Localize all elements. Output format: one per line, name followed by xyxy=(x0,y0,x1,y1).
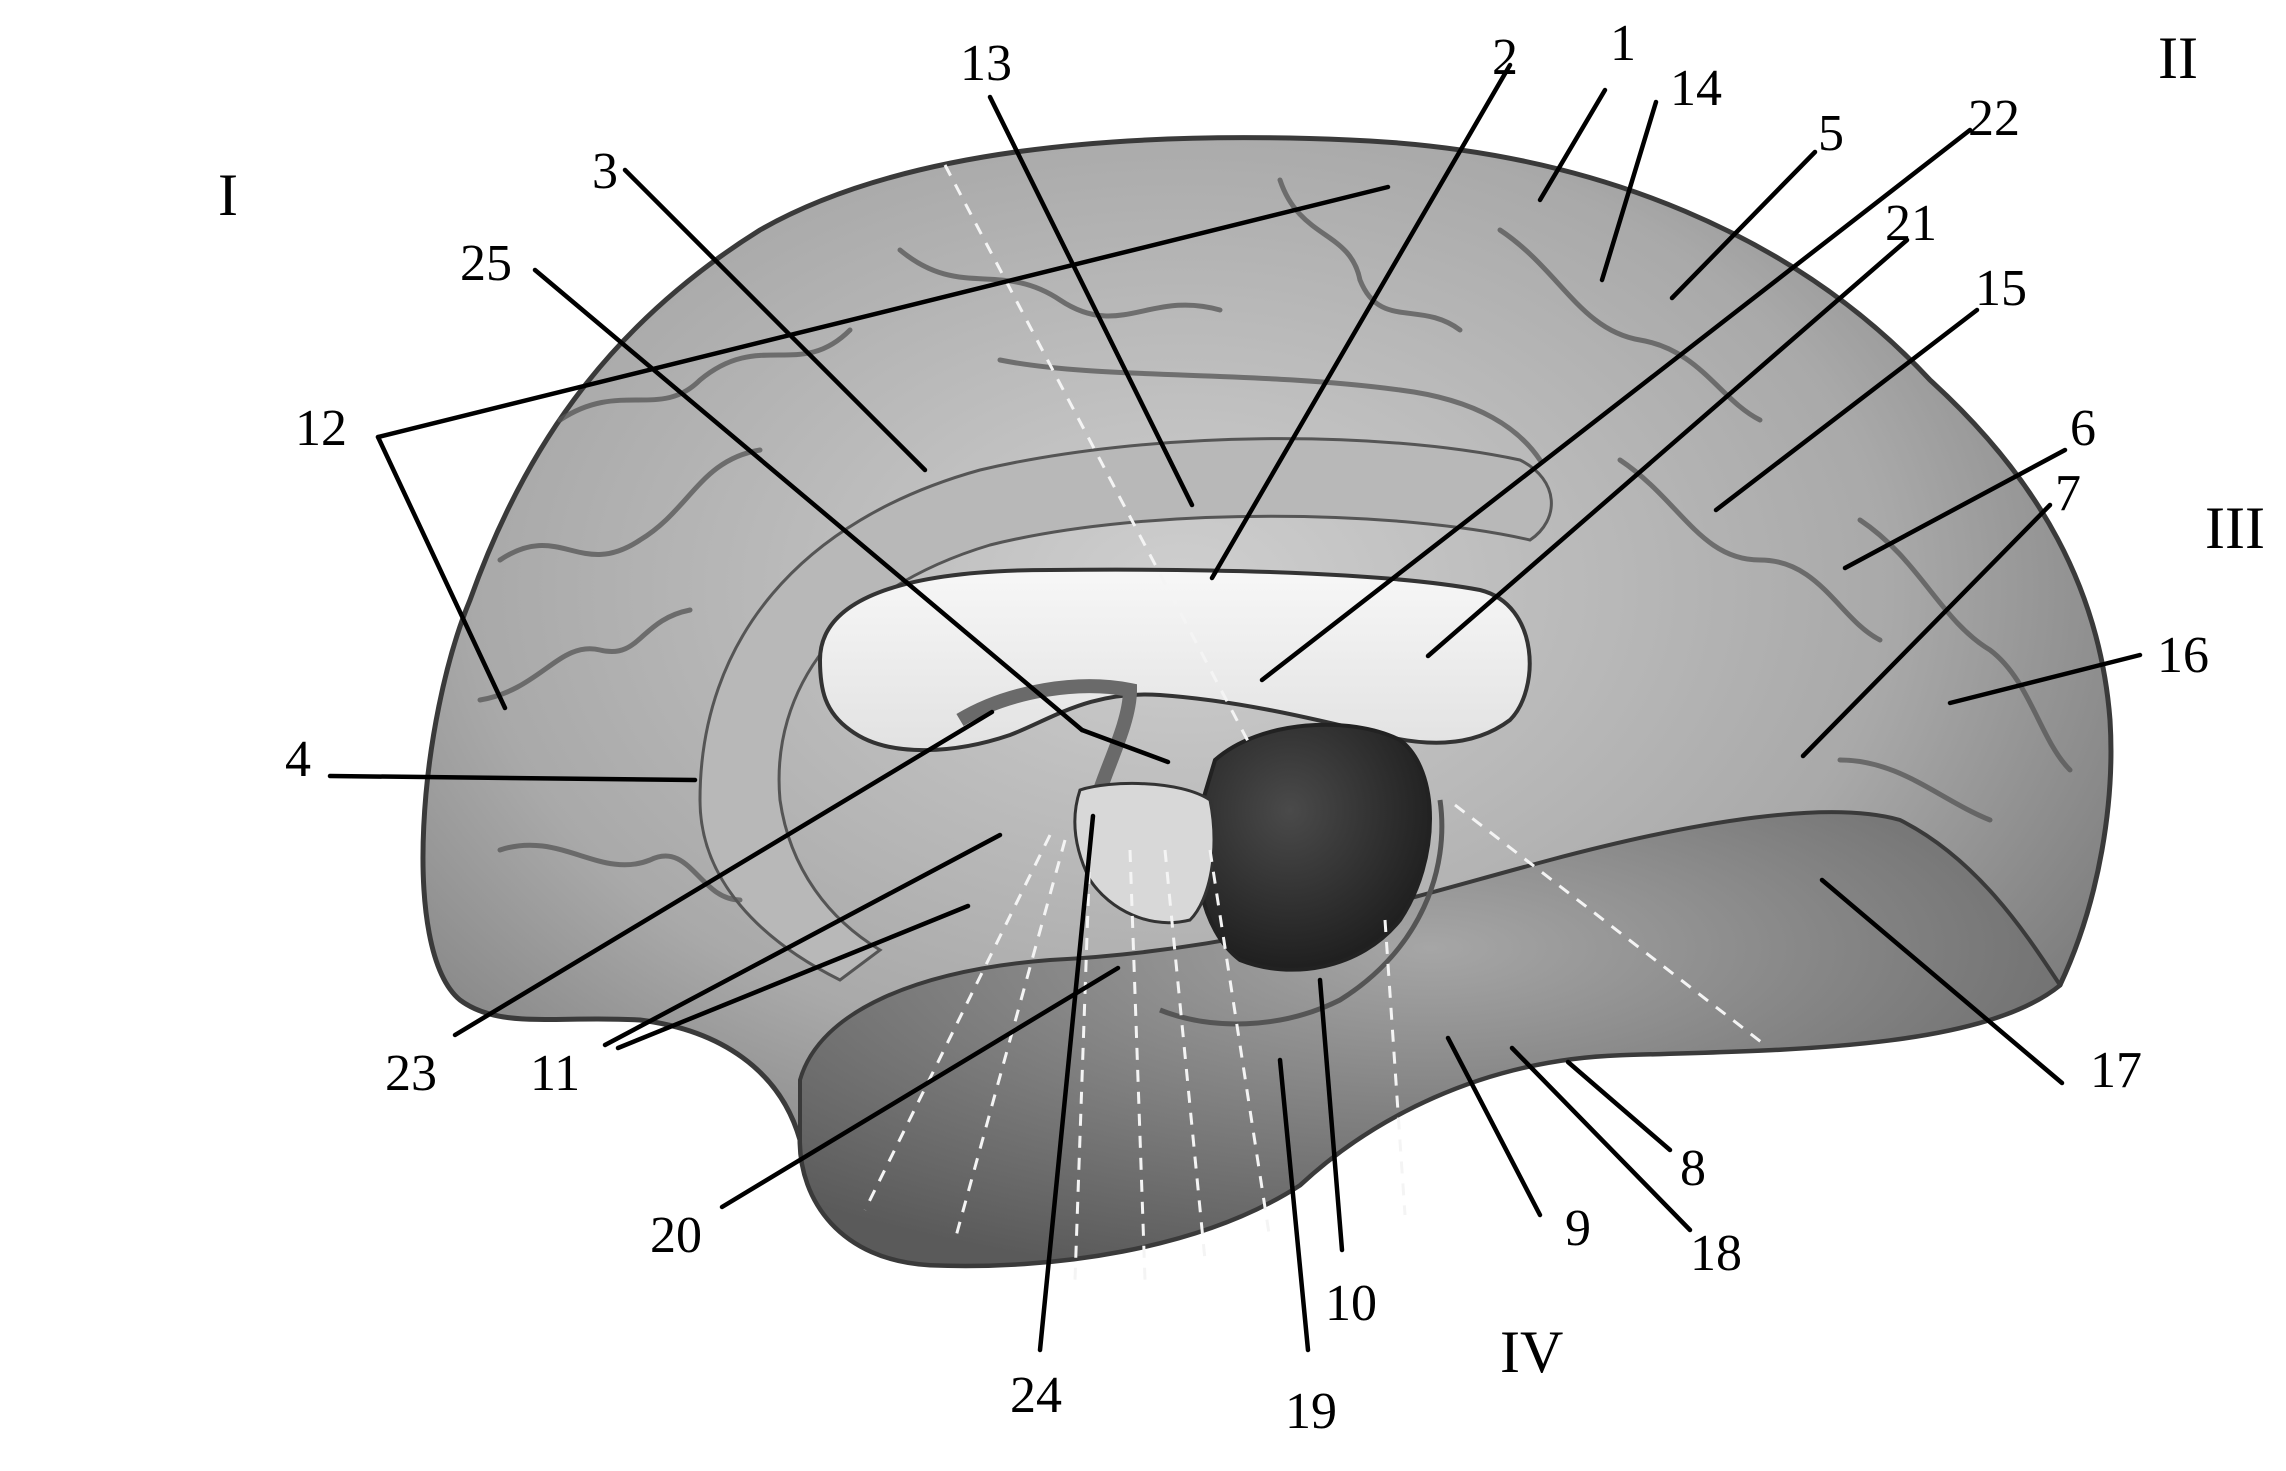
leader-12a xyxy=(375,184,1391,440)
label-7: 7 xyxy=(2055,465,2081,522)
label-15: 15 xyxy=(1975,260,2027,317)
label-16: 16 xyxy=(2157,627,2209,684)
leader-7 xyxy=(1800,502,2053,759)
leader-25b xyxy=(1079,727,1171,765)
hippocampal-curve xyxy=(1159,799,1445,1027)
leader-5 xyxy=(1669,149,1818,301)
leader-2 xyxy=(1209,62,1513,581)
leader-lines xyxy=(327,62,2143,1353)
region-label-III: III xyxy=(2205,495,2265,561)
label-4: 4 xyxy=(285,731,311,788)
number-labels: 1 2 3 4 5 6 7 8 9 10 11 12 13 14 15 16 1… xyxy=(285,15,2209,1440)
label-10: 10 xyxy=(1325,1275,1377,1332)
leader-15 xyxy=(1713,307,1980,513)
label-21: 21 xyxy=(1885,195,1937,252)
label-1: 1 xyxy=(1610,15,1636,72)
section-lines xyxy=(863,164,1766,1281)
label-13: 13 xyxy=(960,35,1012,92)
leader-12b xyxy=(375,434,508,711)
brainstem-section xyxy=(1073,781,1216,925)
label-19: 19 xyxy=(1285,1383,1337,1440)
leader-19 xyxy=(1277,1057,1311,1353)
label-18: 18 xyxy=(1690,1225,1742,1282)
leader-1 xyxy=(1537,87,1608,203)
region-label-I: I xyxy=(218,162,238,228)
label-5: 5 xyxy=(1818,105,1844,162)
leader-3 xyxy=(622,167,928,473)
leader-18 xyxy=(1509,1045,1693,1233)
thalamus xyxy=(1194,722,1432,972)
leader-13 xyxy=(987,94,1195,508)
leader-8 xyxy=(1565,1059,1673,1153)
label-12: 12 xyxy=(295,400,347,457)
leader-10 xyxy=(1317,977,1345,1253)
region-label-II: II xyxy=(2158,25,2198,91)
label-8: 8 xyxy=(1680,1140,1706,1197)
leader-21 xyxy=(1425,237,1910,659)
label-22: 22 xyxy=(1968,90,2020,147)
sulci xyxy=(477,177,2073,903)
label-3: 3 xyxy=(592,143,618,200)
fornix xyxy=(956,679,1138,793)
leader-16 xyxy=(1947,652,2143,706)
region-label-IV: IV xyxy=(1500,1319,1563,1385)
leader-20 xyxy=(719,965,1121,1210)
label-25: 25 xyxy=(460,235,512,292)
label-9: 9 xyxy=(1565,1200,1591,1257)
label-14: 14 xyxy=(1670,60,1722,117)
label-17: 17 xyxy=(2090,1042,2142,1099)
leader-25a xyxy=(532,267,1085,733)
leader-17 xyxy=(1819,877,2065,1086)
brain-drawing xyxy=(420,135,2114,1281)
leader-6 xyxy=(1842,447,2068,571)
leader-22 xyxy=(1259,127,1973,683)
leader-4 xyxy=(327,773,698,783)
region-labels: I II III IV xyxy=(218,25,2265,1385)
label-2: 2 xyxy=(1492,29,1518,86)
leader-23 xyxy=(452,709,995,1038)
cingulate-gyrus xyxy=(698,437,1553,982)
label-11: 11 xyxy=(530,1045,580,1102)
label-20: 20 xyxy=(650,1207,702,1264)
label-24: 24 xyxy=(1010,1367,1062,1424)
leader-14 xyxy=(1599,99,1659,283)
leader-24 xyxy=(1037,813,1096,1353)
leader-9 xyxy=(1445,1035,1543,1218)
leader-11a xyxy=(602,832,1003,1048)
label-6: 6 xyxy=(2070,400,2096,457)
label-23: 23 xyxy=(385,1045,437,1102)
leader-11b xyxy=(615,903,971,1051)
